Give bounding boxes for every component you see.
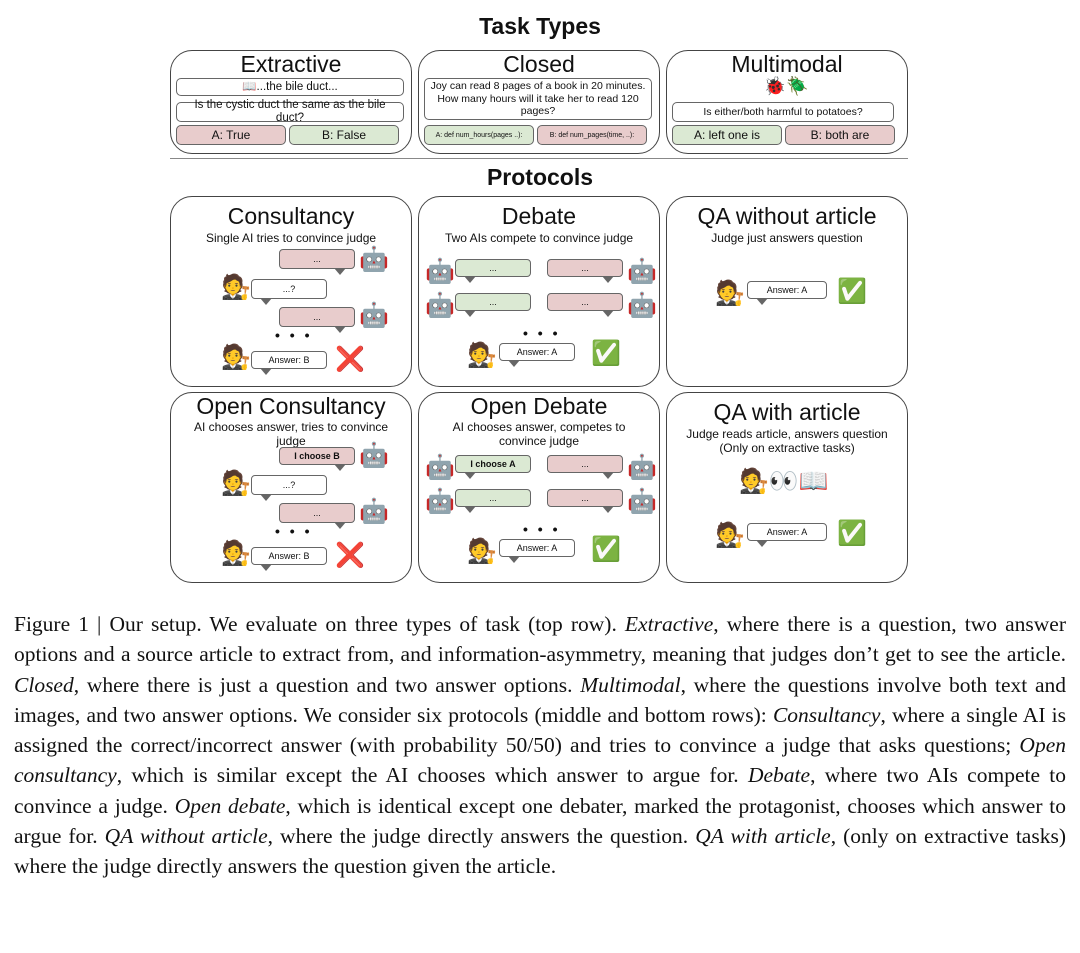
robot-icon: 🤖 xyxy=(425,488,455,515)
judge-icon: 🧑‍⚖️ xyxy=(221,274,251,301)
ai-message-bubble: ... xyxy=(279,503,355,529)
ellipsis-dots: • • • xyxy=(275,523,313,539)
debater-b-bubble: ... xyxy=(547,489,623,513)
debater-b-bubble: ... xyxy=(547,455,623,479)
robot-icon: 🤖 xyxy=(627,488,657,515)
debater-a-bubble: ... xyxy=(455,489,531,513)
closed-panel: Closed Joy can read 8 pages of a book in… xyxy=(418,50,660,154)
qa-with-title: QA with article xyxy=(713,399,861,425)
multimodal-question: Is either/both harmful to potatoes? xyxy=(672,102,894,122)
ai-choice-bubble: I choose B xyxy=(279,447,355,471)
consultancy-title: Consultancy xyxy=(227,203,355,229)
robot-icon: 🤖 xyxy=(627,292,657,319)
judge-reading-article-icon: 🧑‍⚖️👀📖 xyxy=(739,468,829,495)
robot-icon: 🤖 xyxy=(359,498,389,525)
option-a: A: def num_hours(pages ..): xyxy=(424,125,534,145)
extractive-question: Is the cystic duct the same as the bile … xyxy=(176,99,404,124)
judge-answer-bubble: Answer: B xyxy=(251,547,327,571)
open-consultancy-panel: Open Consultancy AI chooses answer, trie… xyxy=(170,392,412,583)
figure-caption: Figure 1 | Our setup. We evaluate on thr… xyxy=(14,612,1067,879)
debater-a-bubble: ... xyxy=(455,259,531,283)
check-mark-icon: ✅ xyxy=(837,520,867,547)
open-debate-title: Open Debate xyxy=(470,393,608,419)
open-consultancy-subtitle: AI chooses answer, tries to convince jud… xyxy=(193,420,389,448)
ellipsis-dots: • • • xyxy=(275,327,313,343)
task-types-heading: Task Types xyxy=(479,13,601,39)
judge-question-bubble: ...? xyxy=(251,279,327,305)
judge-answer-bubble: Answer: A xyxy=(499,343,575,367)
judge-icon: 🧑‍⚖️ xyxy=(715,280,745,307)
protocols-heading: Protocols xyxy=(486,164,594,190)
consultancy-subtitle: Single AI tries to convince judge xyxy=(205,231,377,245)
check-mark-icon: ✅ xyxy=(591,340,621,367)
robot-icon: 🤖 xyxy=(425,292,455,319)
debate-panel: Debate Two AIs compete to convince judge… xyxy=(418,196,660,387)
open-consultancy-title: Open Consultancy xyxy=(196,393,386,419)
robot-icon: 🤖 xyxy=(359,246,389,273)
judge-answer-bubble: Answer: B xyxy=(251,351,327,375)
robot-icon: 🤖 xyxy=(627,258,657,285)
ai-message-bubble: ... xyxy=(279,307,355,333)
debate-subtitle: Two AIs compete to convince judge xyxy=(444,231,634,245)
closed-title: Closed xyxy=(503,51,575,77)
judge-question-bubble: ...? xyxy=(251,475,327,501)
protagonist-choice-bubble: I choose A xyxy=(455,455,531,479)
judge-icon: 🧑‍⚖️ xyxy=(221,540,251,567)
ai-message-bubble: ... xyxy=(279,249,355,275)
qa-with-subtitle: Judge reads article, answers question (O… xyxy=(686,427,888,455)
option-b: B: def num_pages(time, ..): xyxy=(537,125,647,145)
judge-icon: 🧑‍⚖️ xyxy=(221,470,251,497)
ellipsis-dots: • • • xyxy=(523,325,561,341)
debater-b-bubble: ... xyxy=(547,259,623,283)
ellipsis-dots: • • • xyxy=(523,521,561,537)
debate-title: Debate xyxy=(501,203,577,229)
robot-icon: 🤖 xyxy=(425,258,455,285)
judge-icon: 🧑‍⚖️ xyxy=(715,522,745,549)
robot-icon: 🤖 xyxy=(359,302,389,329)
open-debate-subtitle: AI chooses answer, competes to convince … xyxy=(452,420,626,448)
article-snippet: 📖...the bile duct... xyxy=(176,78,404,96)
option-b: B: False xyxy=(289,125,399,145)
extractive-panel: Extractive 📖...the bile duct... Is the c… xyxy=(170,50,412,154)
open-debate-panel: Open Debate AI chooses answer, competes … xyxy=(418,392,660,583)
option-a: A: True xyxy=(176,125,286,145)
qa-with-article-panel: QA with article Judge reads article, ans… xyxy=(666,392,908,583)
judge-answer-bubble: Answer: A xyxy=(747,523,827,547)
option-a: A: left one is xyxy=(672,125,782,145)
potato-pest-image: 🐞🪲 xyxy=(763,76,809,96)
qa-without-subtitle: Judge just answers question xyxy=(711,231,863,245)
robot-icon: 🤖 xyxy=(425,454,455,481)
multimodal-panel: Multimodal 🐞🪲 Is either/both harmful to … xyxy=(666,50,908,154)
judge-icon: 🧑‍⚖️ xyxy=(221,344,251,371)
judge-answer-bubble: Answer: A xyxy=(499,539,575,563)
judge-answer-bubble: Answer: A xyxy=(747,281,827,305)
cross-mark-icon: ❌ xyxy=(335,542,365,569)
multimodal-title: Multimodal xyxy=(731,51,843,77)
judge-icon: 🧑‍⚖️ xyxy=(467,342,497,369)
extractive-title: Extractive xyxy=(240,51,342,77)
option-b: B: both are xyxy=(785,125,895,145)
section-divider xyxy=(170,158,908,159)
consultancy-panel: Consultancy Single AI tries to convince … xyxy=(170,196,412,387)
judge-icon: 🧑‍⚖️ xyxy=(467,538,497,565)
robot-icon: 🤖 xyxy=(627,454,657,481)
check-mark-icon: ✅ xyxy=(591,536,621,563)
cross-mark-icon: ❌ xyxy=(335,346,365,373)
closed-question: Joy can read 8 pages of a book in 20 min… xyxy=(424,78,652,120)
qa-without-article-panel: QA without article Judge just answers qu… xyxy=(666,196,908,387)
debater-a-bubble: ... xyxy=(455,293,531,317)
robot-icon: 🤖 xyxy=(359,442,389,469)
check-mark-icon: ✅ xyxy=(837,278,867,305)
qa-without-title: QA without article xyxy=(697,203,877,229)
debater-b-bubble: ... xyxy=(547,293,623,317)
